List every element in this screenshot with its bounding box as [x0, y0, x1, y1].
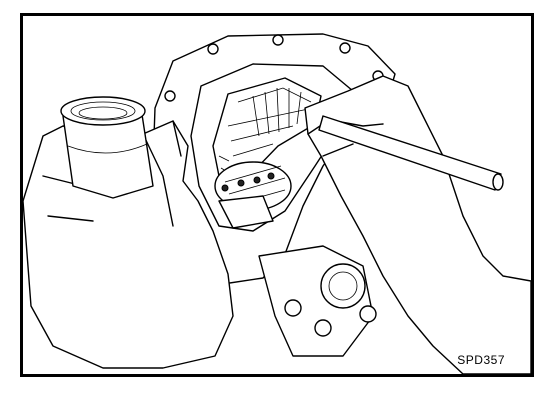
side-bearing-race	[60, 96, 154, 199]
illustration-frame: SPD357	[20, 13, 534, 377]
figure-reference-code: SPD357	[457, 353, 505, 367]
carrier-lower	[258, 245, 377, 357]
differential-case	[214, 161, 292, 229]
drift-rod	[318, 115, 504, 191]
differential-side-bearing-illustration	[23, 33, 531, 374]
